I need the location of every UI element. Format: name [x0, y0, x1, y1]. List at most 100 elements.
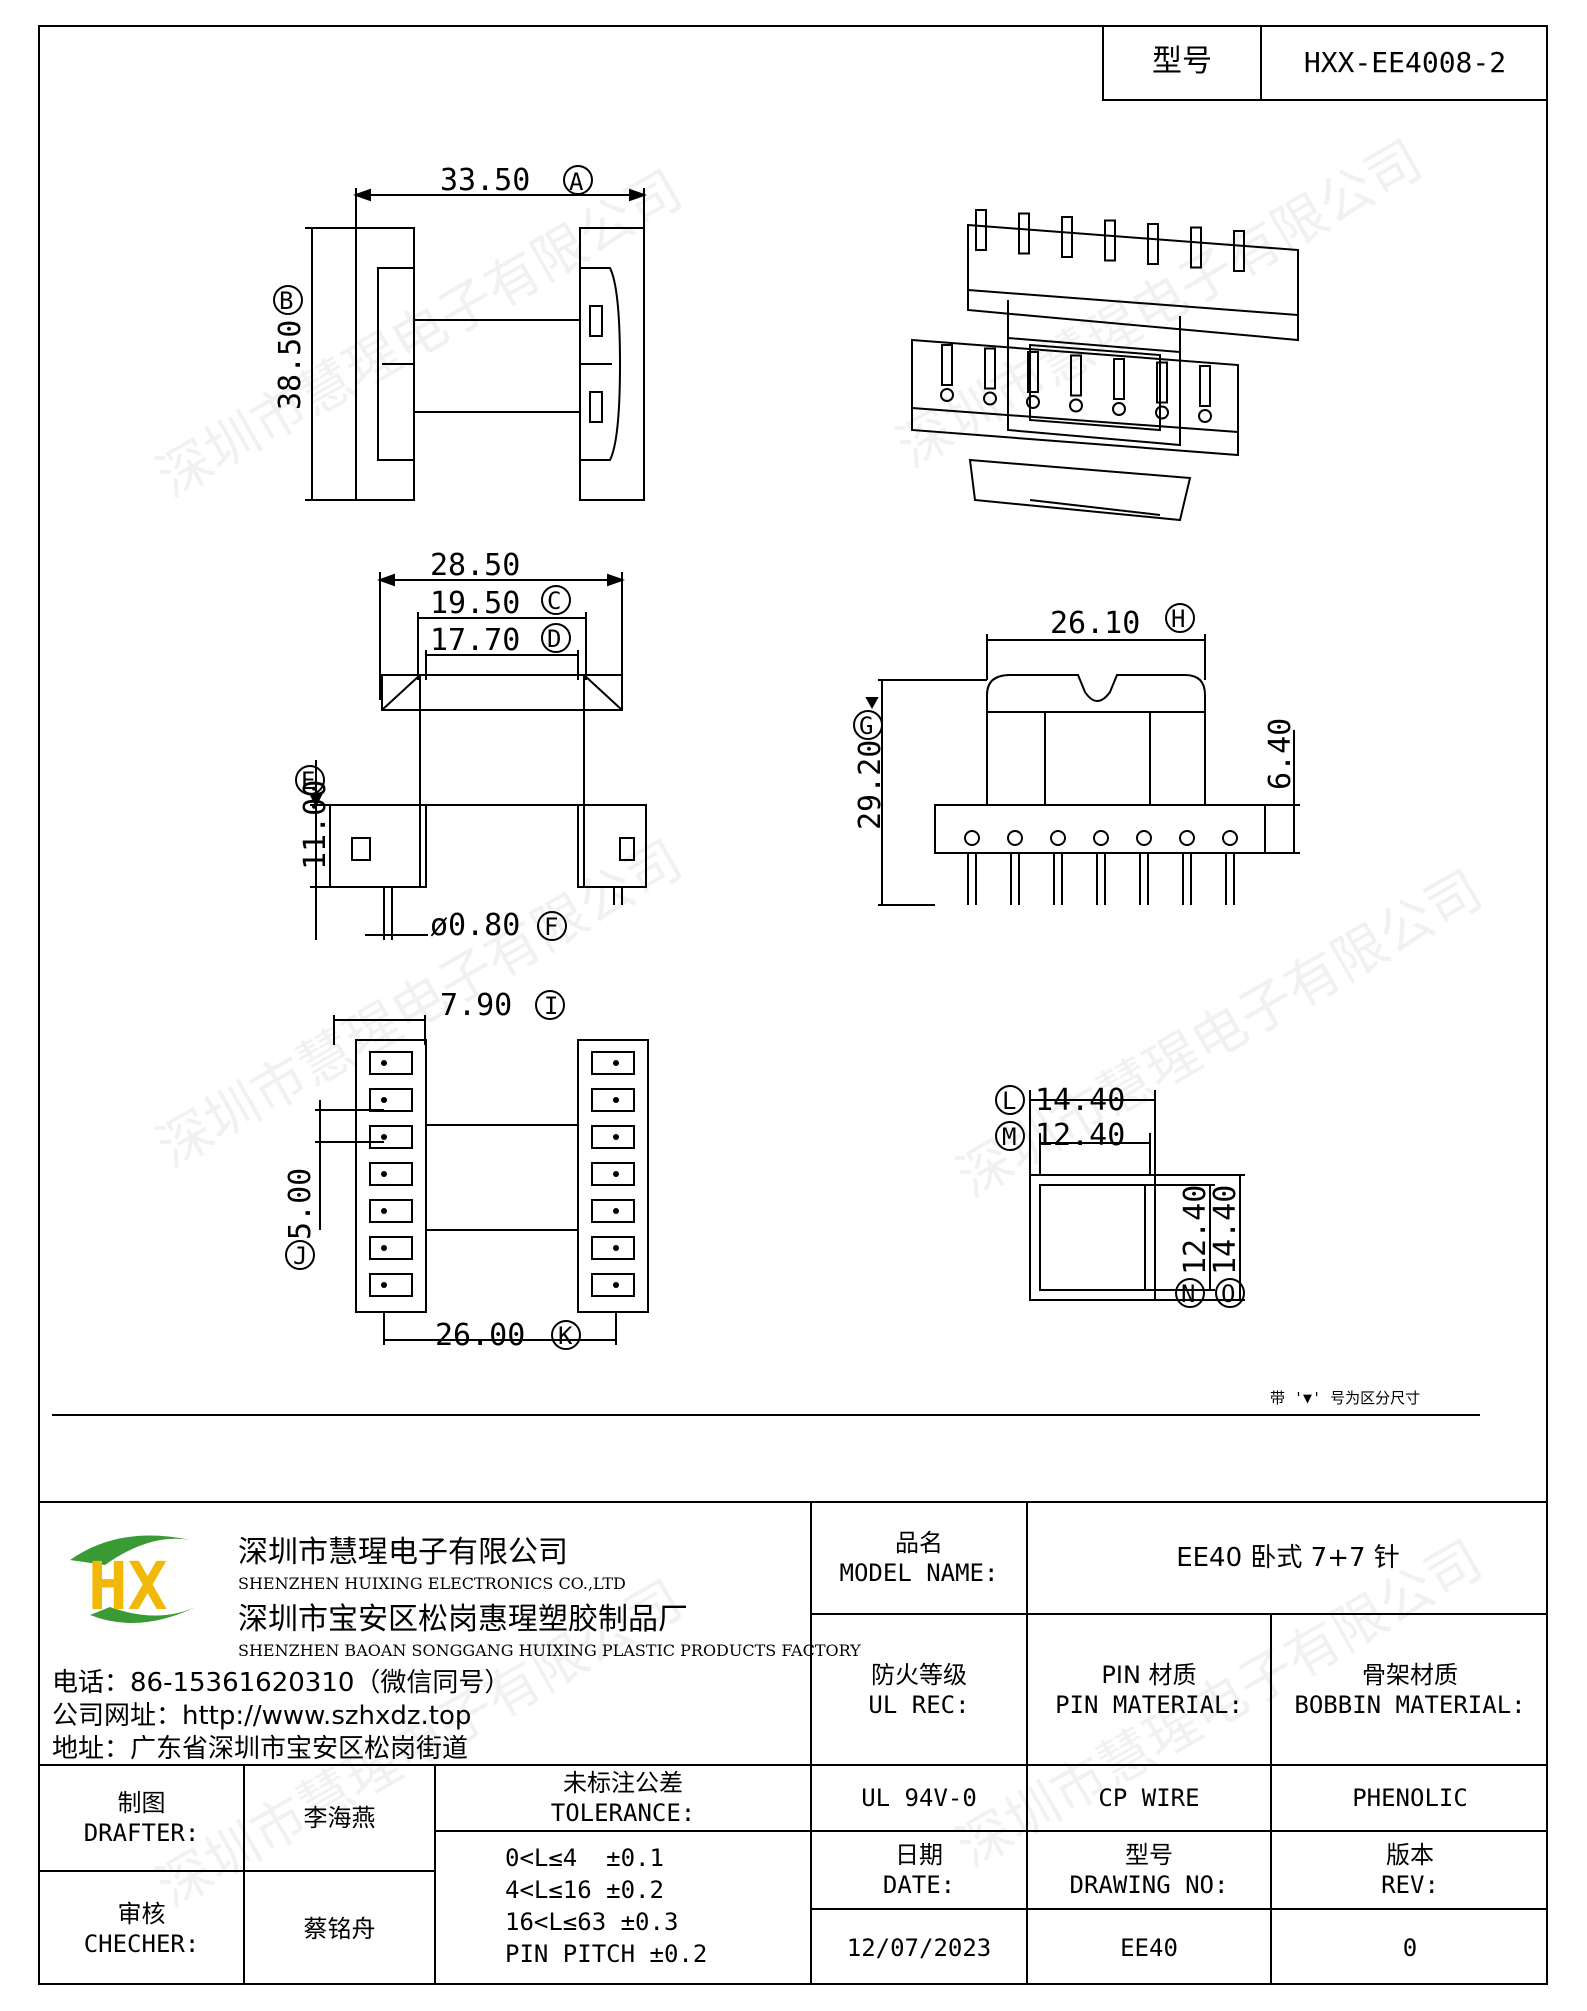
dim-n-letter: N — [1181, 1280, 1195, 1308]
tolerance-line: PIN PITCH ±0.2 — [505, 1940, 708, 1968]
isometric-pins — [940, 209, 1245, 423]
pin-dot — [381, 1134, 387, 1140]
tolerance-line: 16<L≤63 ±0.3 — [505, 1908, 679, 1936]
pin-slot — [591, 1273, 635, 1297]
pin-dot — [381, 1060, 387, 1066]
ul-cn: 防火等级 — [871, 1660, 967, 1689]
pin-slot — [591, 1199, 635, 1223]
pin — [975, 209, 987, 251]
dim-f-letter: F — [544, 913, 558, 941]
dim-k-letter: K — [558, 1322, 573, 1350]
rev-en: REV: — [1381, 1871, 1439, 1899]
bottom-view-slots — [369, 1051, 635, 1297]
model-name-cn: 品名 — [895, 1529, 943, 1557]
bobbin-material-label: 骨架材质 BOBBIN MATERIAL: — [1272, 1615, 1548, 1764]
factory-name-cn: 深圳市宝安区松岗惠瑆塑胶制品厂 — [238, 1602, 688, 1637]
pin-hole — [1198, 409, 1212, 423]
pin-dot — [381, 1208, 387, 1214]
model-name-en: MODEL NAME: — [839, 1559, 999, 1587]
pin-slot — [369, 1125, 413, 1149]
drafter-name: 李海燕 — [303, 1804, 376, 1832]
pin — [984, 347, 996, 390]
pin — [1233, 230, 1245, 272]
dim-e-letter: E — [301, 767, 315, 795]
drawing-note: 带 '▼' 号为区分尺寸 — [1270, 1389, 1420, 1407]
dim-640-text: 6.40 — [1263, 718, 1298, 790]
pin-slot — [591, 1051, 635, 1075]
pin-dot — [381, 1171, 387, 1177]
pin-hole — [940, 388, 954, 402]
company-name-en: SHENZHEN HUIXING ELECTRONICS CO.,LTD — [238, 1574, 626, 1593]
pin — [1018, 212, 1030, 255]
ul-en: UL REC: — [868, 1690, 970, 1719]
checker-name: 蔡铭舟 — [303, 1914, 376, 1943]
dim-d-letter: D — [547, 625, 561, 653]
pin-slot — [369, 1236, 413, 1260]
header-model-value: HXX-EE4008-2 — [1303, 45, 1507, 79]
drawing-no-value: EE40 — [1120, 1933, 1178, 1962]
rev-cn: 版本 — [1386, 1841, 1434, 1869]
dim-o-text: 14.40 — [1208, 1185, 1243, 1275]
dim-l-text: 14.40 — [1035, 1083, 1125, 1118]
tolerance-label: 未标注公差 TOLERANCE: — [436, 1766, 810, 1830]
dim-a-text: 33.50 — [440, 163, 530, 198]
dim-g-letter: G — [859, 712, 873, 740]
pin — [1061, 216, 1073, 258]
tolerance-line: 0<L≤4 ±0.1 — [505, 1844, 664, 1872]
front-view: 28.50 19.50 C 17.70 D E 11. — [295, 548, 647, 943]
dim-i-letter: I — [544, 992, 558, 1020]
pin-hole — [1069, 398, 1083, 413]
pin-hole — [1093, 830, 1109, 846]
side-view: 26.10 H G 29.20 6.40 — [853, 603, 1300, 906]
date-value: 12/07/2023 — [846, 1933, 992, 1962]
pin-dot — [381, 1245, 387, 1251]
pin-value: CP WIRE — [1098, 1784, 1200, 1812]
ul-value: UL 94V-0 — [861, 1784, 977, 1812]
pin-hole — [1026, 395, 1040, 409]
pin — [1113, 358, 1125, 400]
dim-b-text: 38.50 — [273, 320, 308, 410]
top-view: 33.50 A B 38.50 — [273, 163, 647, 501]
pin-dot — [613, 1060, 619, 1066]
pin-hole — [1136, 830, 1152, 846]
dim-h-letter: H — [1171, 605, 1185, 633]
pin-slot — [369, 1051, 413, 1075]
ul-label: 防火等级 UL REC: — [812, 1615, 1026, 1764]
isometric-view — [911, 223, 1299, 522]
dim-b-letter: B — [279, 287, 293, 315]
tolerance-line: 4<L≤16 ±0.2 — [505, 1876, 664, 1904]
company-address: 地址：广东省深圳市宝安区松岗街道 — [52, 1734, 469, 1764]
pin — [1104, 219, 1116, 262]
dim-2850-text: 28.50 — [430, 548, 520, 583]
pin-dot — [381, 1282, 387, 1288]
pin-slot — [369, 1273, 413, 1297]
dim-k-text: 26.00 — [435, 1318, 525, 1353]
pin-hole — [1155, 405, 1169, 420]
dim-c-letter: C — [547, 587, 561, 615]
dim-m-text: 12.40 — [1035, 1118, 1125, 1153]
dim-g-text: 29.20 — [853, 740, 888, 830]
bobbin-en: BOBBIN MATERIAL: — [1294, 1690, 1526, 1719]
dim-o-letter: O — [1221, 1280, 1235, 1308]
dim-l-letter: L — [1002, 1087, 1016, 1115]
pin — [1199, 365, 1211, 407]
dim-e-text: 11.00 — [298, 780, 333, 870]
date-label: 日期 DATE: — [812, 1832, 1026, 1908]
date-en: DATE: — [882, 1871, 956, 1899]
dim-d-text: 17.70 — [430, 623, 520, 658]
pin — [941, 344, 953, 386]
bobbin-value: PHENOLIC — [1352, 1784, 1468, 1812]
drawing-frame — [38, 25, 1548, 1985]
pin-hole — [1112, 402, 1126, 416]
pin-slot — [369, 1199, 413, 1223]
pin-hole — [1050, 830, 1066, 846]
pin-hole — [1007, 830, 1023, 846]
header-model-label: 型号 — [1152, 44, 1212, 80]
checker-en: CHECHER: — [83, 1929, 200, 1958]
pin-slot — [591, 1125, 635, 1149]
pin-hole — [964, 830, 980, 846]
dim-j-text: 5.00 — [283, 1168, 318, 1240]
pin-hole — [1222, 830, 1238, 846]
dim-a-letter: A — [569, 168, 584, 196]
pin-hole — [983, 391, 997, 406]
